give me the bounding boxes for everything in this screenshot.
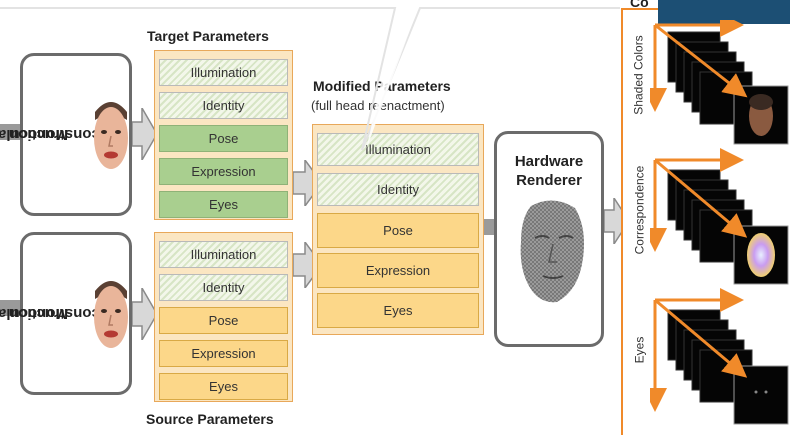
modified-parameters: Illumination Identity Pose Expression Ey…	[312, 124, 484, 335]
mesh-head-icon	[520, 200, 584, 303]
target-expression: Expression	[159, 158, 288, 185]
outputs-header: Co	[630, 0, 649, 10]
source-illumination: Illumination	[159, 241, 288, 268]
target-identity: Identity	[159, 92, 288, 119]
target-pose: Pose	[159, 125, 288, 152]
modified-expression: Expression	[317, 253, 479, 288]
hardware-renderer: Hardware Renderer	[494, 131, 604, 347]
face-icon	[94, 281, 128, 348]
renderer-label: Hardware Renderer	[497, 152, 601, 190]
renderer-line2: Renderer	[516, 172, 582, 189]
modified-eyes: Eyes	[317, 293, 479, 328]
modified-illumination: Illumination	[317, 133, 479, 166]
callout-overlay	[0, 7, 620, 151]
source-identity: Identity	[159, 274, 288, 301]
source-expression: Expression	[159, 340, 288, 367]
source-parameters-title: Source Parameters	[146, 411, 274, 427]
modified-pose: Pose	[317, 213, 479, 248]
left-arrow-stub-bottom	[0, 300, 20, 316]
target-parameters-title: Target Parameters	[147, 28, 269, 44]
monocular-reconstruction-top: MonocularReconstruction	[0, 53, 132, 216]
renderer-line1: Hardware	[514, 153, 584, 170]
target-illumination: Illumination	[159, 59, 288, 86]
target-parameters: Illumination Identity Pose Expression Ey…	[154, 50, 293, 220]
output-image-stacks	[650, 20, 789, 425]
label-correspondence: Correspondence	[632, 165, 647, 255]
modified-identity: Identity	[317, 173, 479, 206]
arrow-recon-to-source	[132, 288, 158, 340]
arrow-recon-to-target	[132, 108, 158, 160]
monocular-reconstruction-bottom: MonocularReconstruction	[0, 232, 132, 395]
source-parameters: Illumination Identity Pose Expression Ey…	[154, 232, 293, 402]
target-eyes: Eyes	[159, 191, 288, 218]
label-eyes: Eyes	[632, 336, 646, 364]
label-shaded-colors: Shaded Colors	[632, 35, 647, 115]
left-arrow-stub-top	[0, 124, 20, 140]
face-icon	[94, 102, 128, 169]
source-eyes: Eyes	[159, 373, 288, 400]
source-pose: Pose	[159, 307, 288, 334]
